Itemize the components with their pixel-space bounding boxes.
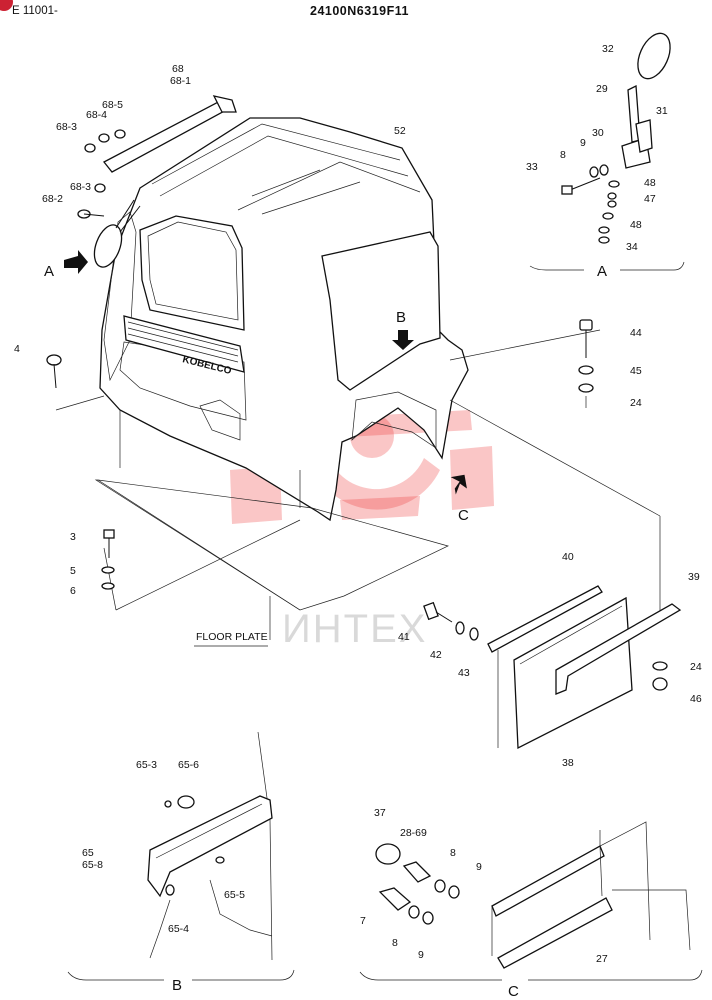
callout-label: 27 bbox=[596, 953, 608, 965]
detail-a-callouts: 32 29 31 30 9 8 33 48 47 48 34 bbox=[526, 43, 668, 253]
callout-label: 65 bbox=[82, 847, 94, 859]
callout-label: 52 bbox=[394, 125, 406, 137]
leader-lines bbox=[55, 329, 661, 748]
callout-label: 31 bbox=[656, 105, 668, 117]
detail-b-caption: B bbox=[172, 977, 182, 994]
callout-label: 47 bbox=[644, 193, 656, 205]
callout-label: 29 bbox=[596, 83, 608, 95]
callout-label: 9 bbox=[476, 861, 482, 873]
callout-label: 45 bbox=[630, 365, 642, 377]
callout-label: 68-2 bbox=[42, 193, 63, 205]
arrow-b-icon bbox=[392, 330, 414, 350]
callout-label: 43 bbox=[458, 667, 470, 679]
detail-c bbox=[359, 821, 703, 981]
callout-label: 68-3 bbox=[56, 121, 77, 133]
detail-c-callouts: 37 28-69 8 9 7 8 9 27 bbox=[360, 807, 608, 965]
callout-label: 4 bbox=[14, 343, 20, 355]
callout-label: 65-5 bbox=[224, 889, 245, 901]
fastener-stack-right bbox=[578, 319, 594, 393]
callout-label: 9 bbox=[418, 949, 424, 961]
fastener-row-41 bbox=[423, 601, 479, 641]
kobelco-band-stripes bbox=[127, 321, 239, 363]
callout-label: 24 bbox=[690, 661, 702, 673]
callout-label: 30 bbox=[592, 127, 604, 139]
detail-a-caption: A bbox=[597, 263, 607, 280]
callout-label: 34 bbox=[626, 241, 638, 253]
detail-b bbox=[67, 731, 295, 981]
callout-label: 33 bbox=[526, 161, 538, 173]
cab-assembly: KOBELCO bbox=[46, 95, 469, 522]
main-view-callouts: 68 68-1 68-5 68-4 68-3 68-3 68-2 52 4 3 … bbox=[14, 63, 702, 769]
callout-label: 65-4 bbox=[168, 923, 189, 935]
callout-label: 48 bbox=[644, 177, 656, 189]
callout-label: 68-4 bbox=[86, 109, 107, 121]
callout-label: 42 bbox=[430, 649, 442, 661]
callout-label: 3 bbox=[70, 531, 76, 543]
callout-label: 41 bbox=[398, 631, 410, 643]
detail-a bbox=[529, 32, 685, 271]
callout-label: 24 bbox=[630, 397, 642, 409]
callout-label: 68-3 bbox=[70, 181, 91, 193]
callout-label: 28-69 bbox=[400, 827, 427, 839]
callout-label: 44 bbox=[630, 327, 642, 339]
callout-label: 32 bbox=[602, 43, 614, 55]
callout-label: 40 bbox=[562, 551, 574, 563]
callout-label: 65-8 bbox=[82, 859, 103, 871]
floor-plate: FLOOR PLATE bbox=[94, 479, 449, 647]
callout-label: 65-3 bbox=[136, 759, 157, 771]
callout-label: 8 bbox=[560, 149, 566, 161]
callout-label: 8 bbox=[392, 937, 398, 949]
callout-label: 48 bbox=[630, 219, 642, 231]
arrow-a-icon bbox=[64, 250, 88, 274]
callout-label: 5 bbox=[70, 565, 76, 577]
callout-label: 65-6 bbox=[178, 759, 199, 771]
sheet-ref: E 11001- bbox=[12, 5, 58, 17]
callout-label: 39 bbox=[688, 571, 700, 583]
view-marker-a: A bbox=[44, 263, 54, 280]
watermark-text: ИНТЕХ bbox=[282, 607, 427, 651]
part-code: 24100N6319F11 bbox=[310, 4, 409, 18]
callout-label: 46 bbox=[690, 693, 702, 705]
callout-label: 68 bbox=[172, 63, 184, 75]
callout-label: 9 bbox=[580, 137, 586, 149]
callout-label: 6 bbox=[70, 585, 76, 597]
arrow-c-icon bbox=[450, 474, 467, 495]
strip-40 bbox=[487, 585, 603, 653]
callout-label: 7 bbox=[360, 915, 366, 927]
bracket-39 bbox=[555, 603, 682, 695]
view-marker-c: C bbox=[458, 507, 469, 524]
detail-b-callouts: 65-3 65-6 65 65-8 65-5 65-4 bbox=[82, 759, 245, 935]
callout-label: 38 bbox=[562, 757, 574, 769]
detail-c-caption: C bbox=[508, 983, 519, 1000]
view-marker-b: B bbox=[396, 309, 406, 326]
floor-plate-label: FLOOR PLATE bbox=[196, 631, 268, 643]
view-arrows bbox=[64, 250, 467, 495]
callout-label: 68-1 bbox=[170, 75, 191, 87]
callout-label: 37 bbox=[374, 807, 386, 819]
fastener-stack-left bbox=[101, 529, 115, 590]
callout-label: 8 bbox=[450, 847, 456, 859]
corner-badge-icon bbox=[0, 0, 13, 11]
callout-label: 68-5 bbox=[102, 99, 123, 111]
